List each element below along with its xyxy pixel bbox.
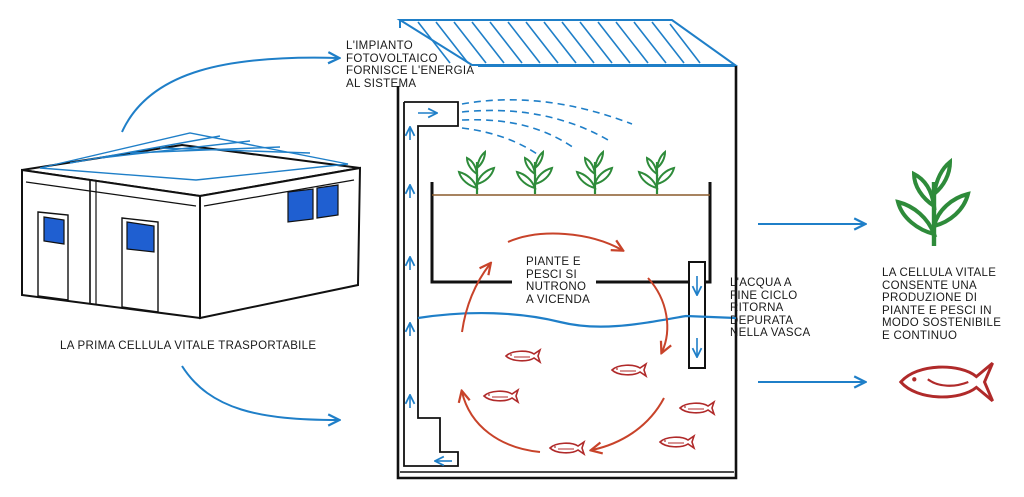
- grow-bed: [430, 182, 712, 284]
- fish-icon: [611, 363, 647, 377]
- water-spray: [461, 99, 633, 157]
- solar-panel-icon: [396, 19, 739, 67]
- fish-icon: [679, 401, 715, 415]
- fish-icon: [483, 389, 519, 403]
- plant-icon: [575, 150, 614, 196]
- fish-school: [483, 349, 715, 455]
- container-roof-solar: [39, 132, 349, 181]
- fish-icon: [549, 441, 585, 455]
- water-return-label: L'ACQUA A FINE CICLO RITORNA DEPURATA NE…: [730, 277, 811, 339]
- plant-icon: [515, 150, 554, 196]
- portable-cell-caption: LA PRIMA CELLULA VITALE TRASPORTABILE: [60, 340, 317, 352]
- plant-icon: [898, 162, 968, 246]
- water-surface: [417, 311, 737, 328]
- fish-icon: [659, 435, 695, 449]
- outcome-label: LA CELLULA VITALE CONSENTE UNA PRODUZION…: [882, 267, 1002, 342]
- pipe-flow-arrows: [410, 113, 452, 461]
- energy-arrow: [121, 58, 338, 133]
- drain-pipe: [688, 261, 706, 369]
- plant-row: [457, 150, 676, 196]
- fish-icon: [505, 349, 541, 363]
- fish-icon: [898, 361, 994, 403]
- cycle-arrows: [462, 232, 667, 452]
- delivery-arrow: [181, 365, 338, 420]
- plant-icon: [637, 150, 676, 196]
- container-unit-icon: [21, 143, 362, 320]
- mutual-feeding-label: PIANTE E PESCI SI NUTRONO A VICENDA: [526, 256, 591, 306]
- solar-panel-label: L'IMPIANTO FOTOVOLTAICO FORNISCE L'ENERG…: [346, 40, 475, 90]
- plant-icon: [457, 150, 496, 196]
